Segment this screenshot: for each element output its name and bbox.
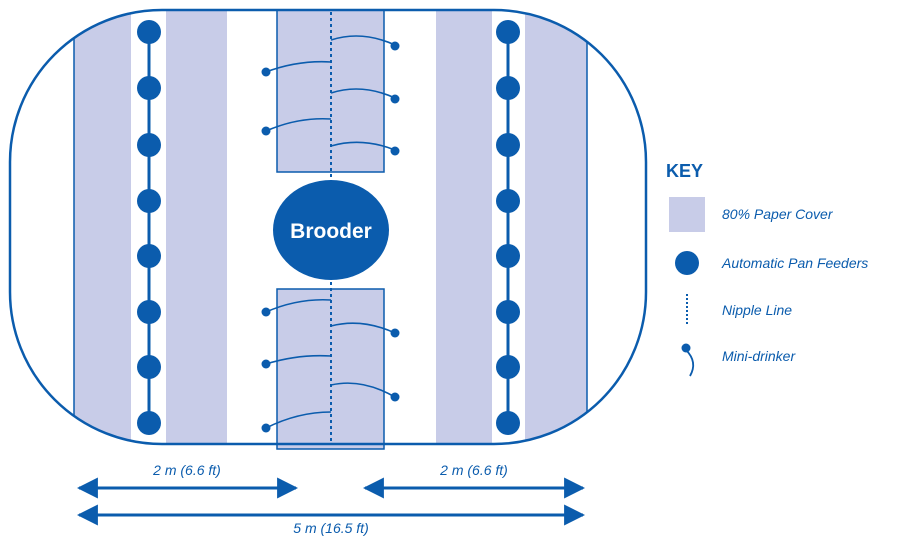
paper-cover-swatch-icon	[669, 197, 705, 232]
mini-drinker-icon	[261, 307, 271, 317]
pan-feeder-icon	[137, 355, 161, 379]
mini-drinker	[330, 88, 396, 99]
pan-feeder-icon	[496, 76, 520, 100]
pan-feeder-icon	[137, 76, 161, 100]
pan-feeder-icon	[496, 411, 520, 435]
pan-feeder-icon	[496, 133, 520, 157]
pan-feeder-icon	[137, 300, 161, 324]
pan-feeder-icon	[496, 189, 520, 213]
key-label-nipple-line: Nipple Line	[722, 302, 792, 318]
mini-drinkers-top	[261, 35, 400, 156]
paper-cover-strip-right-outer	[525, 10, 587, 444]
mini-drinker	[265, 60, 332, 73]
mini-drinker-stem	[685, 349, 695, 377]
paper-cover-strip-right-inner	[436, 10, 492, 444]
pan-feeder-icon	[137, 133, 161, 157]
pan-feeder-icon	[137, 20, 161, 44]
paper-cover-strip-left-inner	[166, 10, 227, 444]
dimension-markers: 2 m (6.6 ft) 2 m (6.6 ft) 5 m (16.5 ft)	[76, 462, 586, 536]
mini-drinker	[330, 322, 396, 334]
mini-drinker-icon	[261, 126, 271, 136]
dimension-label-right: 2 m (6.6 ft)	[439, 462, 508, 478]
mini-drinker-icon	[261, 423, 271, 433]
mini-drinker-icon	[390, 41, 400, 51]
pan-feeder-icon	[496, 244, 520, 268]
pen-outline	[8, 8, 648, 446]
brooder	[273, 180, 389, 280]
mini-drinker-icon	[261, 67, 271, 77]
pan-feeder-icon	[675, 251, 699, 275]
mini-drinker-icon	[390, 94, 400, 104]
mini-drinker-icon	[261, 359, 271, 369]
key-label-pan-feeders: Automatic Pan Feeders	[721, 255, 868, 271]
pan-feeder-icon	[137, 411, 161, 435]
mini-drinker	[330, 382, 396, 398]
mini-drinker-icon	[390, 328, 400, 338]
mini-drinker-icon	[681, 343, 691, 353]
mini-drinker	[330, 141, 396, 151]
feeder-line-right	[496, 20, 520, 435]
mini-drinker	[330, 35, 396, 46]
pen-interior	[73, 10, 588, 444]
mini-drinker	[265, 354, 332, 365]
pan-feeder-icon	[137, 189, 161, 213]
mini-drinkers-bottom	[261, 298, 400, 433]
paper-cover-strip-left-outer	[74, 10, 131, 444]
dimension-label-total: 5 m (16.5 ft)	[293, 520, 368, 536]
pan-feeder-icon	[137, 244, 161, 268]
dimension-label-left: 2 m (6.6 ft)	[152, 462, 221, 478]
pan-feeder-icon	[496, 300, 520, 324]
key-legend: KEY 80% Paper Cover Automatic Pan Feeder…	[666, 161, 868, 377]
key-label-paper-cover: 80% Paper Cover	[722, 206, 834, 222]
brooder-label: Brooder	[290, 220, 372, 243]
mini-drinker-icon	[390, 146, 400, 156]
pan-feeder-icon	[496, 20, 520, 44]
mini-drinker-icon	[390, 392, 400, 402]
mini-drinker	[265, 298, 332, 313]
feeder-line-left	[137, 20, 161, 435]
key-label-mini-drinker: Mini-drinker	[722, 348, 796, 364]
pan-feeder-icon	[496, 355, 520, 379]
key-title: KEY	[666, 161, 703, 181]
mini-drinker	[265, 411, 332, 429]
mini-drinker	[265, 117, 332, 132]
